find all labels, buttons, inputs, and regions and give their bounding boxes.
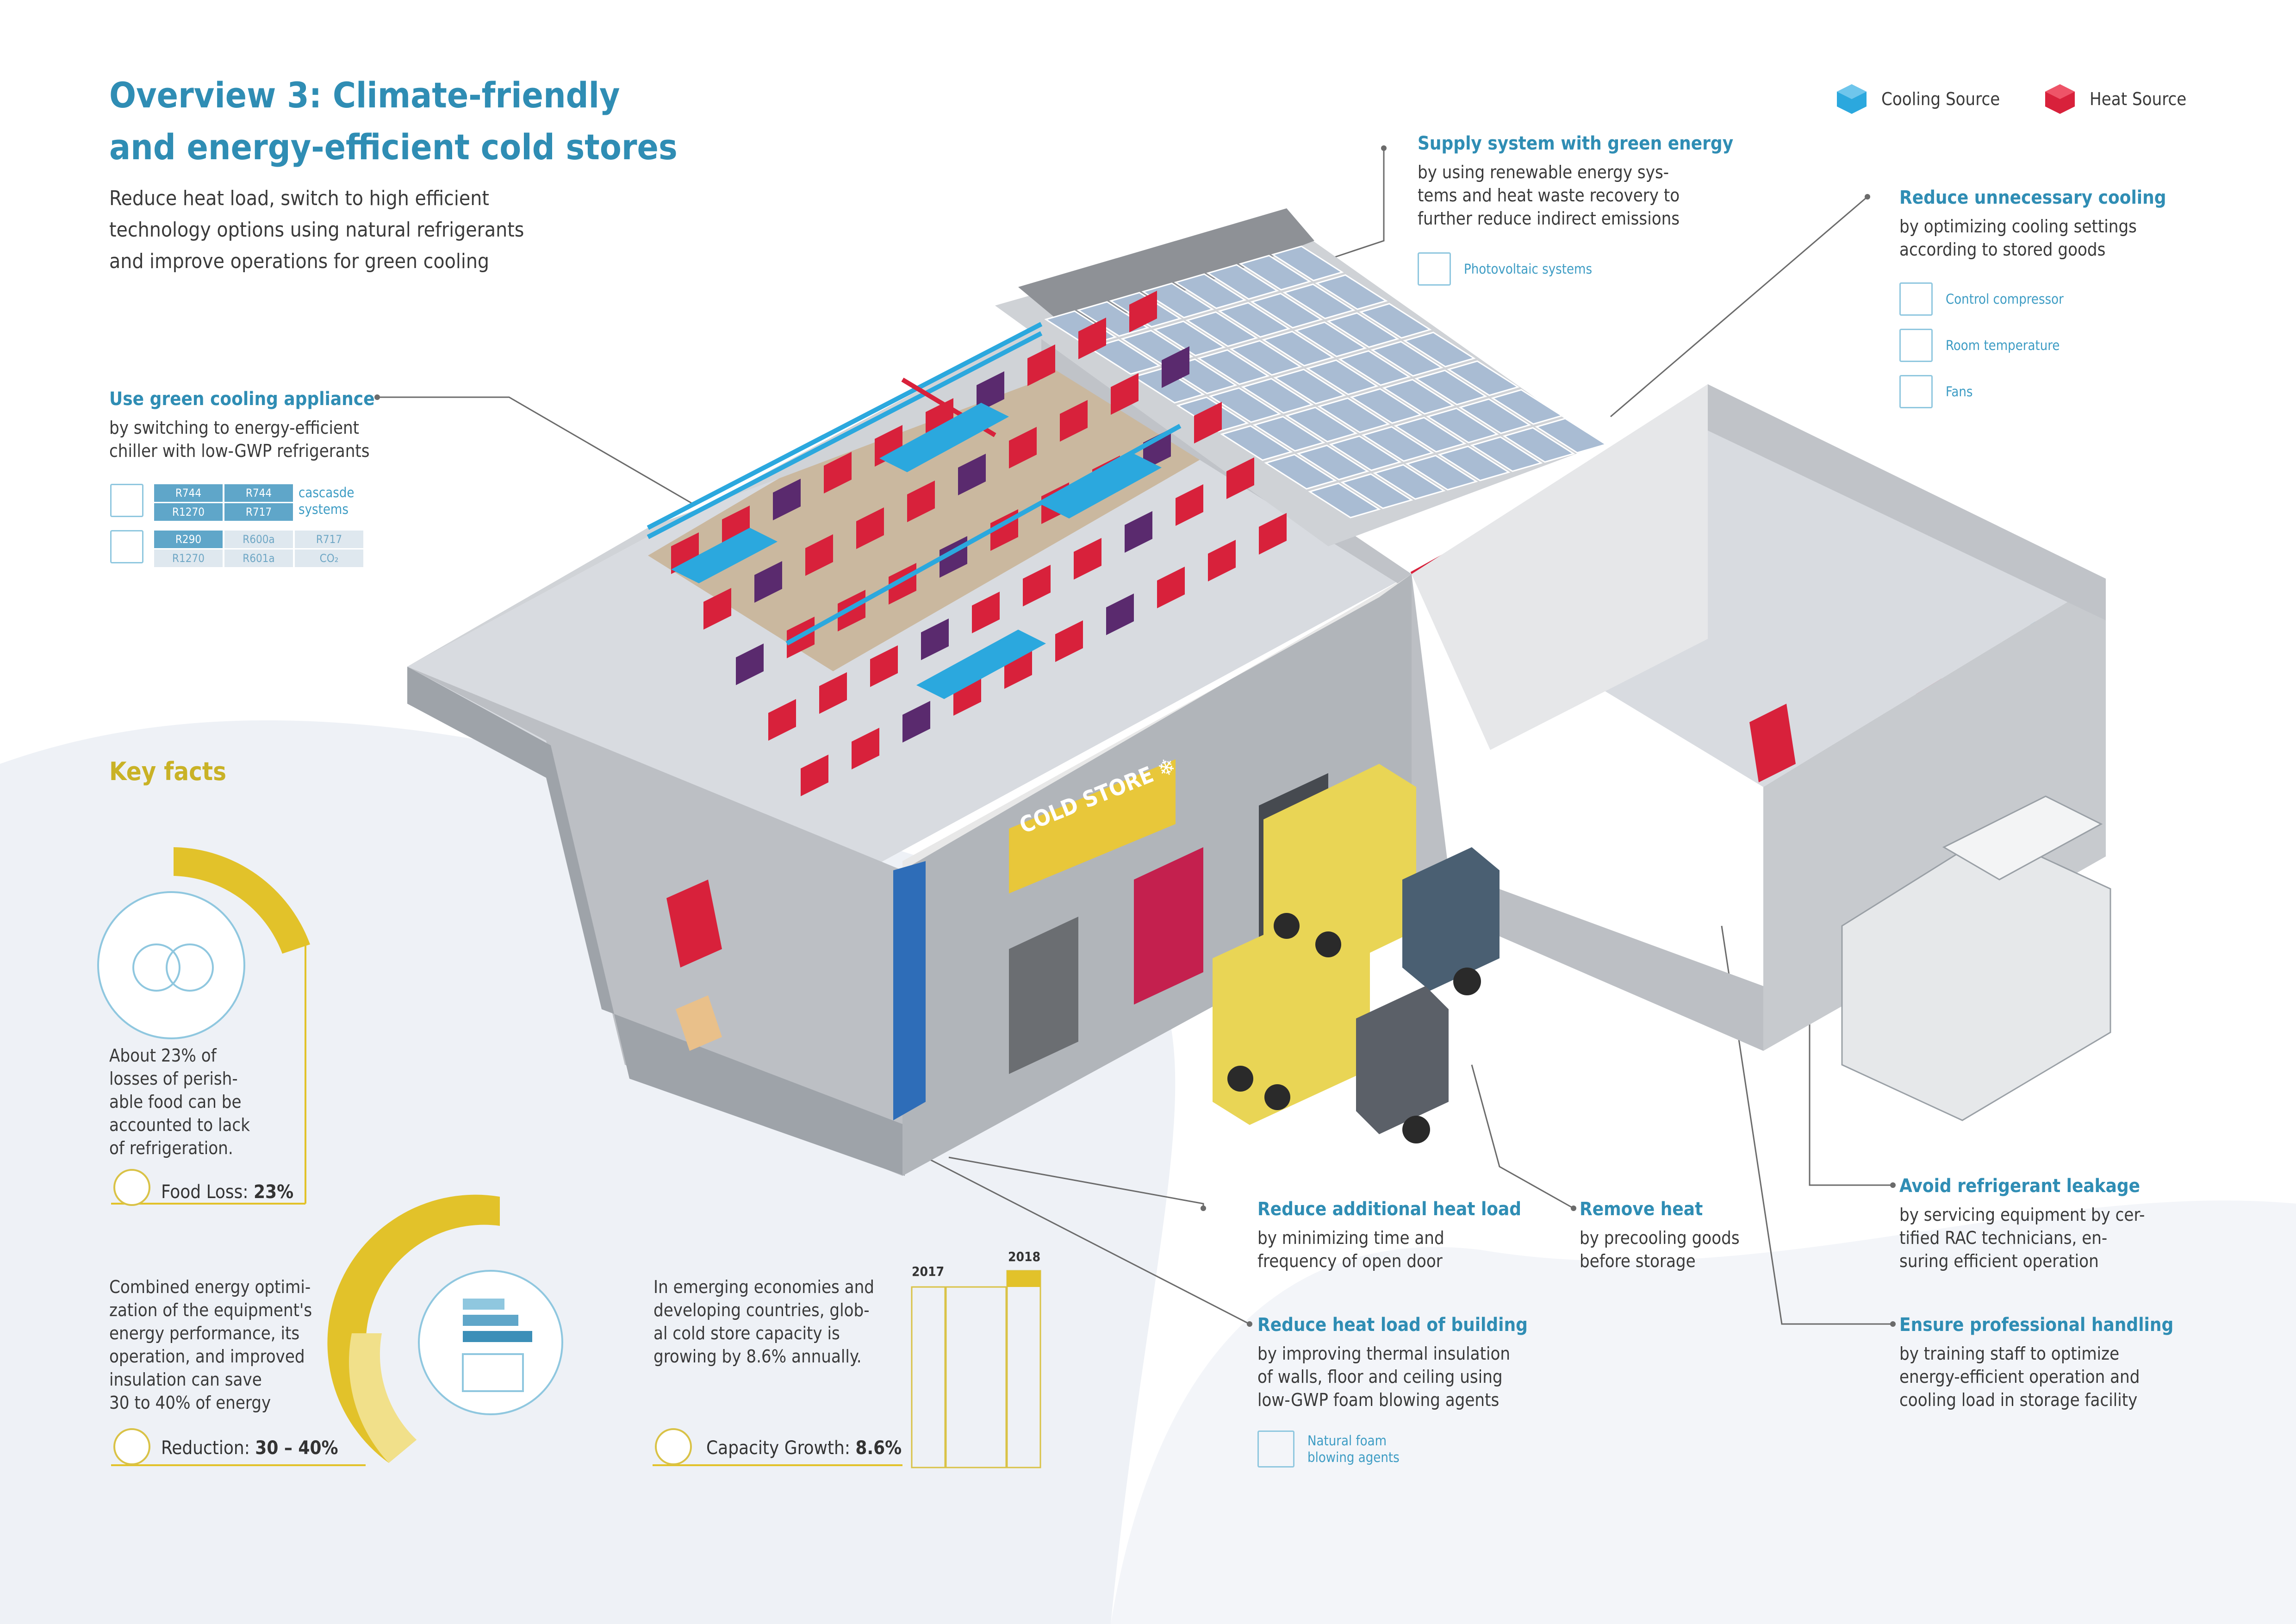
callout-handling: Ensure professional handling by training… (1899, 1312, 2173, 1412)
room-temperature-label: Room temperature (1946, 337, 2060, 353)
refrigerant-cell: R744 (154, 484, 223, 502)
callout-remove-heat: Remove heat by precooling goods before s… (1580, 1197, 1740, 1273)
remove-heading: Remove heat (1580, 1199, 1703, 1220)
key-facts-heading: Key facts (109, 757, 227, 786)
energy-text: Combined energy optimi- zation of the eq… (109, 1277, 312, 1413)
additional-text: by minimizing time and frequency of open… (1257, 1228, 1444, 1271)
legend-cooling-label: Cooling Source (1881, 89, 2000, 109)
leakage-heading: Avoid refrigerant leakage (1899, 1175, 2140, 1197)
foam-item: Natural foam blowing agents (1257, 1430, 1400, 1468)
room-temperature-item: Room temperature (1899, 329, 2060, 362)
supply-heading: Supply system with green energy (1418, 133, 1734, 154)
remove-text: by precooling goods before storage (1580, 1228, 1740, 1271)
legend-heat: Heat Source (2043, 82, 2186, 116)
refrigerant-cell: R290 (154, 531, 223, 548)
photovoltaic-label: Photovoltaic systems (1464, 261, 1593, 277)
page-title: Overview 3: Climate-friendly and energy-… (109, 75, 678, 168)
control-compressor-item: Control compressor (1899, 282, 2064, 316)
food-loss-stat: Food Loss: 23% (161, 1181, 294, 1203)
refrigerant-cylinder-icon (110, 530, 143, 563)
building-text: by improving thermal insulation of walls… (1257, 1343, 1511, 1410)
appliance-heading: Use green cooling appliance (109, 388, 375, 410)
thermometer-icon (1899, 329, 1933, 362)
handling-text: by training staff to optimize energy-eff… (1899, 1343, 2140, 1410)
callout-green-appliance: Use green cooling appliance by switching… (109, 387, 375, 462)
refrigerant-cell: R717 (295, 531, 363, 548)
compressor-icon (1899, 282, 1933, 316)
callout-additional-heat: Reduce additional heat load by minimizin… (1257, 1197, 1521, 1273)
capacity-text: In emerging economies and developing cou… (653, 1277, 874, 1367)
year-2017-label: 2017 (912, 1264, 945, 1279)
cooling-cube-icon (1837, 84, 1867, 114)
handling-heading: Ensure professional handling (1899, 1314, 2174, 1336)
callout-supply-green-energy: Supply system with green energy by using… (1418, 131, 1733, 230)
page-subtitle: Reduce heat load, switch to high efficie… (109, 187, 524, 273)
refrigerant-cell: CO₂ (295, 550, 363, 567)
refrigerant-cell: R601a (224, 550, 293, 567)
compressor-label: Control compressor (1946, 291, 2064, 307)
callout-building-heat: Reduce heat load of building by improvin… (1257, 1312, 1528, 1412)
refrigerant-cell: R744 (224, 484, 293, 502)
photovoltaic-item: Photovoltaic systems (1418, 252, 1592, 286)
building-heading: Reduce heat load of building (1257, 1314, 1528, 1336)
fans-item: Fans (1899, 375, 1972, 408)
fan-icon (1899, 375, 1933, 408)
heat-cube-icon (2045, 84, 2075, 114)
refrigerant-cell: R1270 (154, 503, 223, 521)
supply-text: by using renewable energy sys- tems and … (1418, 162, 1680, 229)
legend-heat-label: Heat Source (2090, 89, 2187, 109)
reduction-stat: Reduction: 30 – 40% (161, 1437, 338, 1459)
unnecessary-heading: Reduce unnecessary cooling (1899, 187, 2166, 208)
callout-leakage: Avoid refrigerant leakage by servicing e… (1899, 1174, 2145, 1273)
capacity-stat: Capacity Growth: 8.6% (706, 1437, 902, 1459)
year-2018-label: 2018 (1008, 1249, 1041, 1264)
fans-label: Fans (1946, 384, 1973, 400)
callout-reduce-unnecessary: Reduce unnecessary cooling by optimizing… (1899, 185, 2166, 261)
legend-cooling: Cooling Source (1835, 82, 2000, 116)
foam-label: Natural foam blowing agents (1307, 1433, 1400, 1465)
refrigerant-cell: R717 (224, 503, 293, 521)
solar-panel-icon (1418, 252, 1451, 286)
cascade-label: cascasde systems (299, 485, 355, 517)
foam-icon (1257, 1430, 1294, 1468)
unnecessary-text: by optimizing cooling settings according… (1899, 216, 2137, 260)
additional-heading: Reduce additional heat load (1257, 1199, 1522, 1220)
refrigerant-cylinders-icon (110, 484, 143, 517)
appliance-text: by switching to energy-efficient chiller… (109, 418, 370, 461)
food-loss-text: About 23% of losses of perish- able food… (109, 1045, 250, 1158)
leakage-text: by servicing equipment by cer- tified RA… (1899, 1205, 2145, 1271)
refrigerant-cell: R600a (224, 531, 293, 548)
refrigerant-cell: R1270 (154, 550, 223, 567)
